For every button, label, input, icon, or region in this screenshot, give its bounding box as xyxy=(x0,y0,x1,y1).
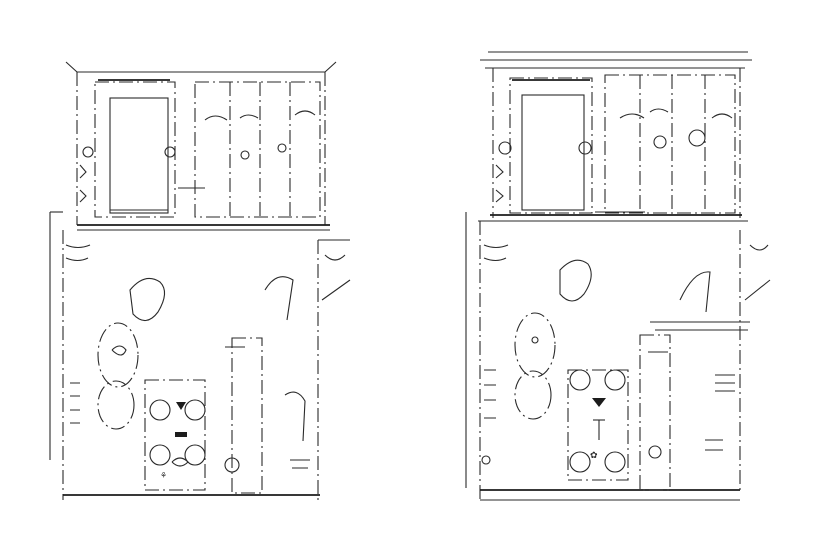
left-upper-room xyxy=(65,61,337,231)
left-sketch: ⚘ xyxy=(49,61,351,500)
left-lower-room xyxy=(49,211,350,500)
right-side-unit xyxy=(639,244,771,491)
right-upper-room xyxy=(478,51,752,222)
right-sketch: ✿ xyxy=(465,51,771,501)
left-bookshelf xyxy=(178,81,321,218)
left-side-unit xyxy=(224,254,351,494)
right-wardrobe xyxy=(495,77,593,214)
left-figure xyxy=(97,277,166,430)
left-wardrobe xyxy=(79,79,176,218)
right-lower-room xyxy=(465,212,750,501)
right-bookshelf xyxy=(595,74,736,214)
svg-text:⚘: ⚘ xyxy=(160,471,167,480)
right-figure xyxy=(514,259,592,420)
left-table: ⚘ xyxy=(144,379,206,491)
svg-text:✿: ✿ xyxy=(590,451,598,461)
right-table: ✿ xyxy=(567,369,629,481)
